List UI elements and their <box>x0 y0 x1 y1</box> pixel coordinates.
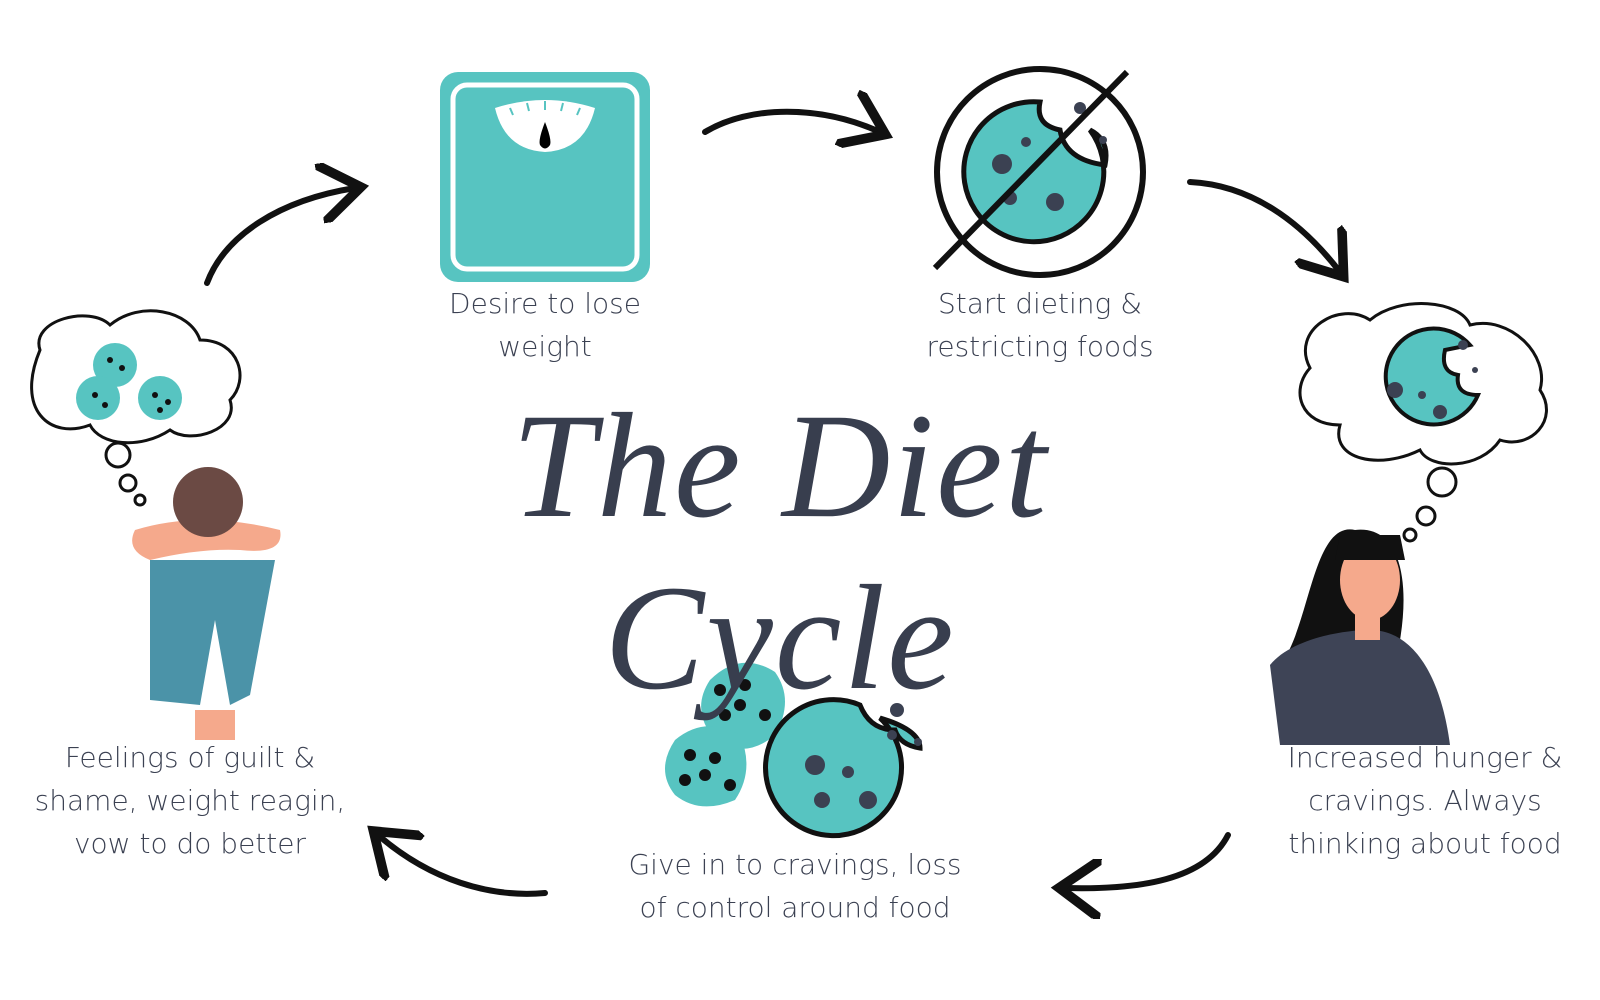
cookies-icon <box>665 662 923 839</box>
label-line: cravings. Always <box>1308 784 1542 817</box>
label-line: thinking about food <box>1288 827 1562 860</box>
sad-person-thinking-cookies-icon <box>30 309 281 740</box>
step-label-hunger: Increased hunger & cravings. Always thin… <box>1260 736 1590 865</box>
arrow-icon <box>378 835 548 897</box>
arrow-icon <box>702 112 880 132</box>
label-line: shame, weight reagin, <box>34 784 346 817</box>
label-line: Give in to cravings, loss <box>628 848 962 881</box>
label-line: restricting foods <box>926 330 1154 363</box>
arrow-icon <box>1065 832 1231 888</box>
arrow-icon <box>1187 179 1340 272</box>
arrow-icon <box>204 188 355 286</box>
step-label-guilt: Feelings of guilt & shame, weight reagin… <box>15 736 365 865</box>
no-cookie-icon <box>932 66 1146 278</box>
label-line: Desire to lose <box>449 287 641 320</box>
label-line: Increased hunger & <box>1287 741 1563 774</box>
step-label-give-in: Give in to cravings, loss of control aro… <box>600 843 990 929</box>
label-line: Start dieting & <box>937 287 1143 320</box>
label-line: Feelings of guilt & <box>64 741 316 774</box>
label-line: vow to do better <box>73 827 306 860</box>
page-title: The Diet Cycle <box>511 383 1049 721</box>
scale-icon <box>440 72 650 282</box>
cycle-arrows <box>204 112 1340 897</box>
step-label-dieting: Start dieting & restricting foods <box>880 282 1200 368</box>
step-label-desire: Desire to lose weight <box>400 282 690 368</box>
label-line: of control around food <box>639 891 951 924</box>
woman-thinking-cookie-icon <box>1270 302 1548 745</box>
label-line: weight <box>498 330 592 363</box>
